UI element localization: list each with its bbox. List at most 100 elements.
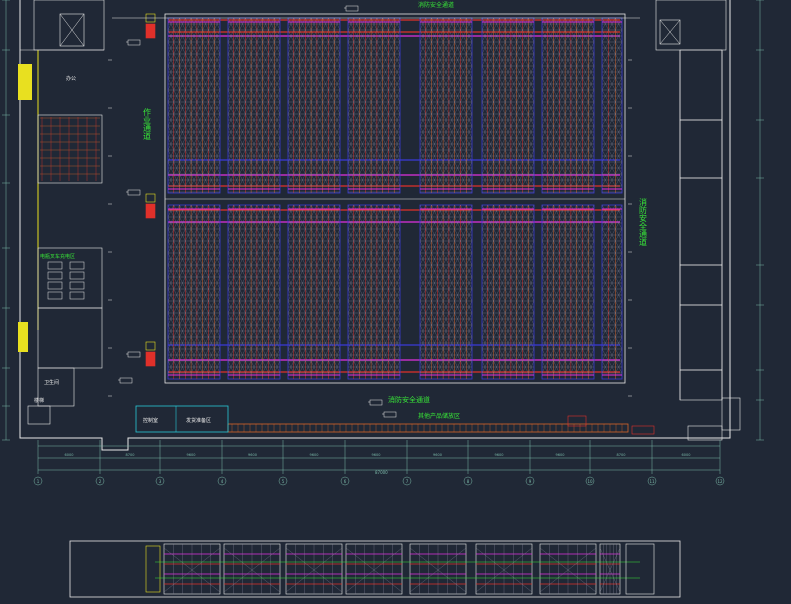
rack-brace — [322, 17, 329, 31]
rack-brace — [305, 324, 312, 338]
axis-number: 2 — [99, 479, 102, 484]
rack-brace — [516, 173, 523, 187]
rack-brace — [359, 161, 366, 175]
rack-brace — [493, 336, 500, 350]
rack-brace — [442, 89, 450, 103]
rack-brace — [547, 29, 554, 43]
rack-brace — [487, 77, 494, 91]
rack-brace — [448, 264, 455, 278]
rack-brace — [196, 300, 203, 314]
rack-brace — [504, 204, 512, 218]
rack-brace — [173, 161, 180, 175]
rack-brace — [274, 77, 281, 91]
rack-brace — [208, 216, 215, 230]
rack-brace — [553, 288, 560, 302]
rack-brace — [608, 300, 616, 314]
rack-brace — [448, 149, 455, 163]
rack-brace — [262, 276, 269, 290]
rack-brace — [487, 161, 494, 175]
rack-brace — [202, 216, 209, 230]
top-right-core — [655, 0, 727, 51]
rack-brace — [233, 149, 240, 163]
rack-brace — [274, 240, 281, 254]
rack-brace — [347, 29, 354, 43]
rack-brace — [376, 53, 383, 67]
rack-brace — [322, 41, 329, 55]
rack-brace — [564, 65, 572, 79]
rack-brace — [570, 228, 577, 242]
rack-brace — [353, 324, 360, 338]
rack-brace — [431, 89, 438, 103]
rack-brace — [202, 29, 209, 43]
elevator-x2 — [59, 13, 85, 47]
rack-brace — [173, 300, 180, 314]
rack-brace — [214, 288, 221, 302]
rack-brace — [299, 204, 306, 218]
rack-brace — [347, 89, 354, 103]
rack-brace — [227, 288, 234, 302]
rack-brace — [245, 89, 252, 103]
rack-brace — [347, 336, 354, 350]
rack-brace — [388, 264, 395, 278]
rack-brace — [437, 29, 444, 43]
rack-brace — [510, 41, 517, 55]
rack-brace — [437, 101, 444, 115]
rack-brace — [167, 336, 174, 350]
rack-brace — [553, 89, 560, 103]
rack-brace — [316, 113, 323, 127]
elevation-brace — [475, 547, 533, 593]
rack-brace — [316, 252, 323, 266]
rack-brace — [481, 77, 488, 91]
rack-brace — [382, 252, 389, 266]
building-walls — [18, 0, 741, 451]
rack-brace — [615, 41, 623, 55]
rack-brace — [442, 17, 450, 31]
rack-brace — [299, 336, 306, 350]
rack-brace — [208, 41, 215, 55]
rack-brace — [570, 216, 577, 230]
dim-text: 9600 — [310, 453, 319, 457]
rack-brace — [388, 113, 395, 127]
rack-brace — [370, 204, 378, 218]
rack-brace — [615, 228, 623, 242]
rack-brace — [504, 300, 512, 314]
rack-brace — [559, 29, 566, 43]
rack-brace — [359, 149, 366, 163]
rack-brace — [553, 17, 560, 31]
rack-brace — [570, 324, 577, 338]
rack-brace — [522, 264, 529, 278]
rack-brace — [576, 101, 583, 115]
rack-brace — [227, 204, 234, 218]
rack-brace — [239, 288, 246, 302]
rack-brace — [245, 276, 252, 290]
rack-brace — [359, 137, 366, 151]
rack-brace — [233, 161, 240, 175]
rack-brace — [250, 113, 258, 127]
rack-brace — [382, 276, 389, 290]
rack-brace — [167, 264, 174, 278]
rack-brace — [481, 53, 488, 67]
rack-brace — [268, 348, 275, 362]
forklift-icon — [345, 5, 359, 12]
rack-brace — [239, 276, 246, 290]
rack-brace — [547, 137, 554, 151]
rack-brace — [353, 65, 360, 79]
rack-brace — [359, 101, 366, 115]
rack-brace — [293, 173, 300, 187]
rack-brace — [528, 288, 535, 302]
rack-brace — [466, 137, 473, 151]
rack-brace — [448, 204, 455, 218]
rack-brace — [233, 264, 240, 278]
rack-brace — [576, 324, 583, 338]
rack-brace — [299, 264, 306, 278]
rack-brace — [493, 77, 500, 91]
axis-number: 4 — [221, 479, 224, 484]
rack-brace — [370, 252, 378, 266]
rack-brace — [437, 264, 444, 278]
rack-brace — [588, 53, 595, 67]
rack-brace — [510, 77, 517, 91]
rack-brace — [185, 228, 192, 242]
rack-brace — [466, 149, 473, 163]
rack-brace — [262, 65, 269, 79]
rack-brace — [541, 216, 548, 230]
